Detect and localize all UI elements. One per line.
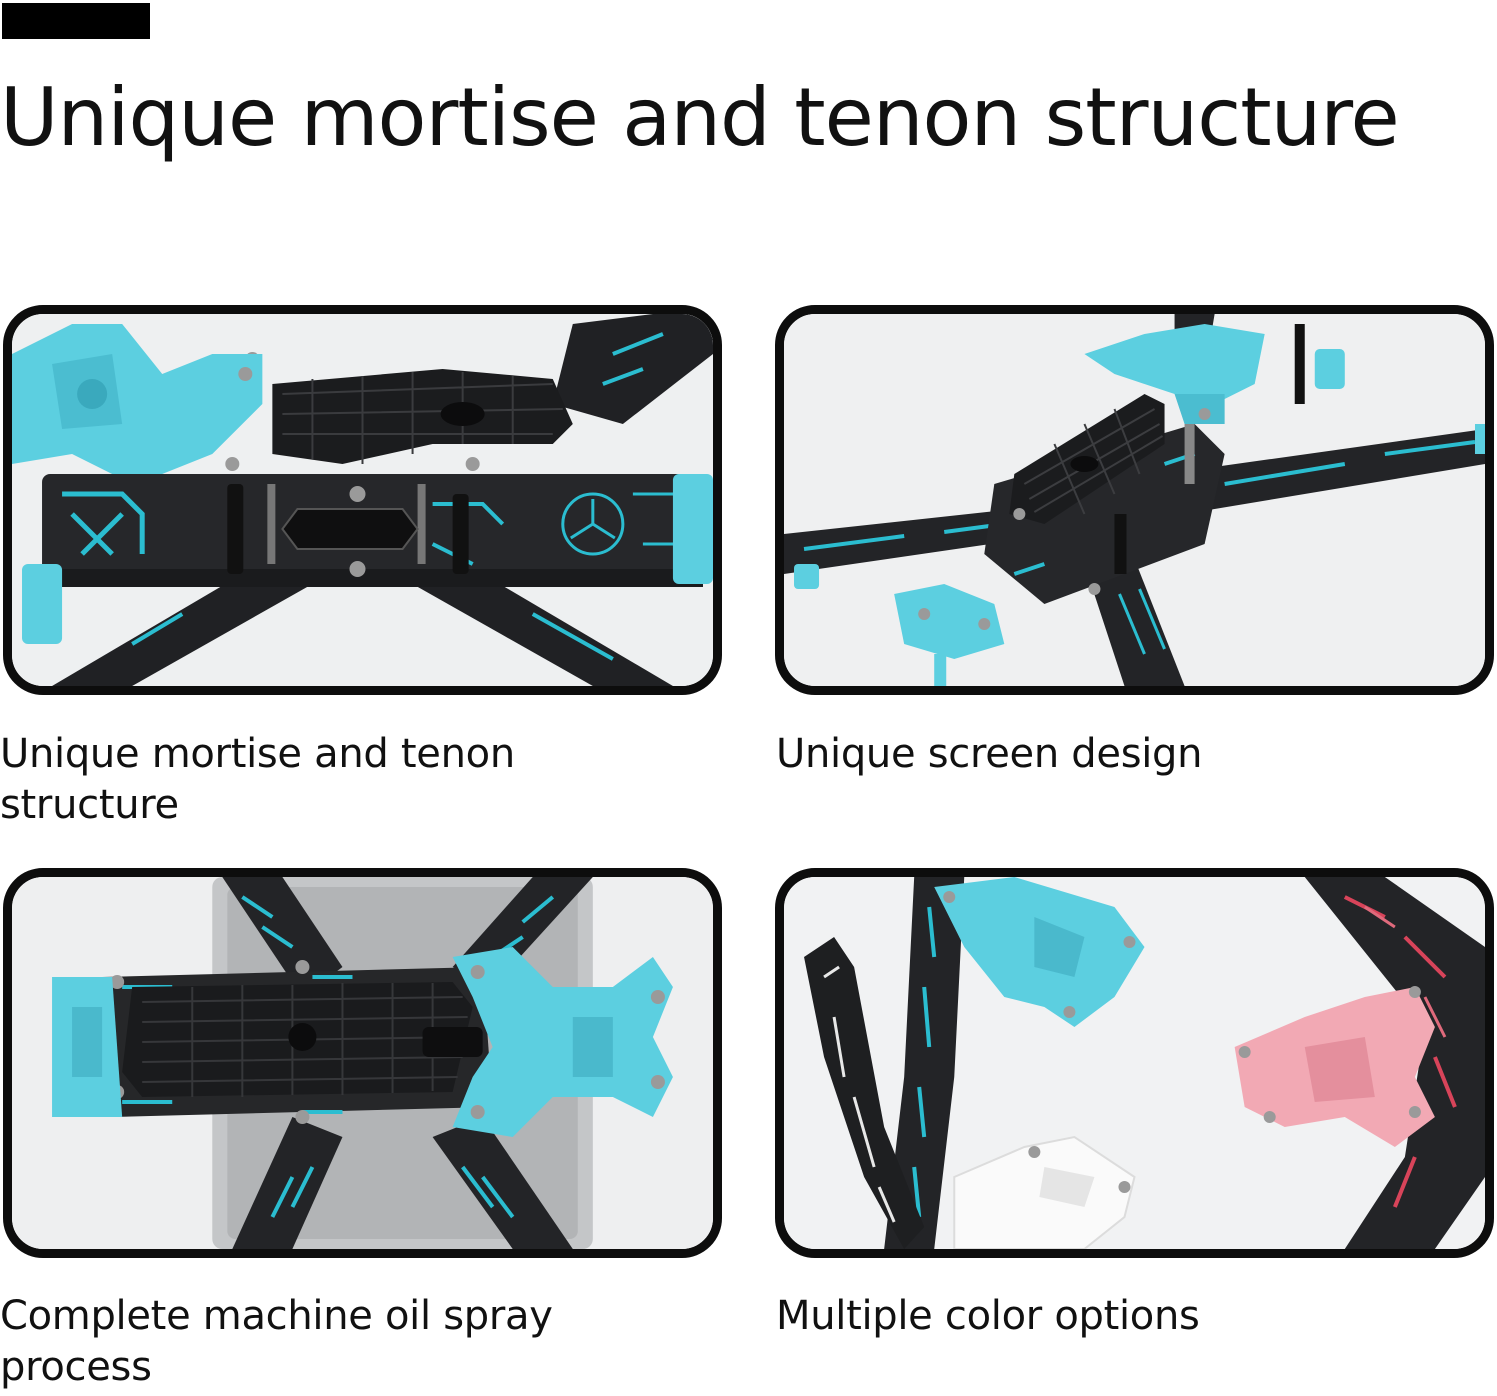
feature-photo-oil-spray: [3, 868, 722, 1258]
feature-photo-screen-design: [775, 305, 1494, 695]
feature-caption-oil-spray: Complete machine oil spray process: [0, 1293, 553, 1390]
feature-photo-mortise-tenon: [3, 305, 722, 695]
frame-angled-view-illustration: [784, 314, 1485, 686]
feature-caption-mortise-tenon: Unique mortise and tenon structure: [0, 731, 515, 828]
page-title: Unique mortise and tenon structure: [0, 71, 1400, 164]
frame-side-view-illustration: [12, 314, 713, 686]
feature-caption-color-options: Multiple color options: [776, 1293, 1200, 1339]
header-accent-bar: [2, 3, 150, 39]
feature-photo-color-options: [775, 868, 1494, 1258]
color-parts-illustration: [784, 877, 1485, 1249]
frame-top-view-illustration: [12, 877, 713, 1249]
feature-caption-screen-design: Unique screen design: [776, 731, 1203, 777]
